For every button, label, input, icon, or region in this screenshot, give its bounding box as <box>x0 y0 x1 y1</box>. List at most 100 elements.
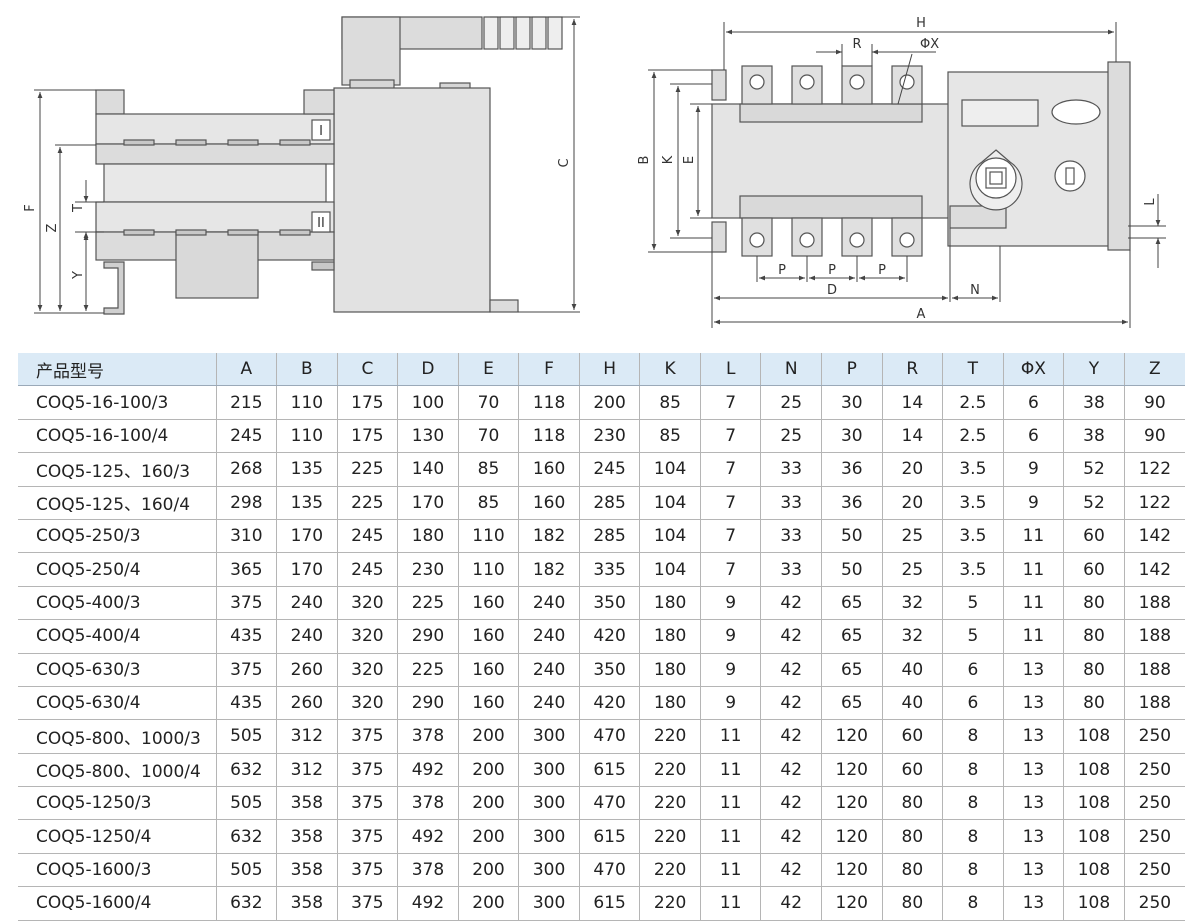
table-cell: 104 <box>639 519 701 554</box>
table-cell: 378 <box>397 786 459 821</box>
table-cell: 6 <box>942 686 1004 721</box>
table-cell: 110 <box>458 519 520 554</box>
table-cell: 182 <box>518 519 580 554</box>
table-cell: 188 <box>1124 619 1185 654</box>
table-cell: 250 <box>1124 719 1185 754</box>
table-cell: 65 <box>821 686 883 721</box>
table-cell: 298 <box>216 486 278 520</box>
table-cell: 300 <box>518 786 580 821</box>
model-cell: COQ5-125、160/3 <box>18 452 217 487</box>
table-cell: 122 <box>1124 452 1185 487</box>
table-cell: 7 <box>700 419 762 454</box>
table-cell: 240 <box>276 586 338 621</box>
table-cell: 350 <box>579 653 641 687</box>
table-cell: 104 <box>639 552 701 587</box>
table-cell: 300 <box>518 853 580 888</box>
table-cell: 11 <box>1003 586 1065 621</box>
table-cell: 240 <box>518 686 580 721</box>
table-cell: 108 <box>1063 853 1125 888</box>
table-cell: 505 <box>216 853 278 888</box>
table-cell: 230 <box>579 419 641 454</box>
model-cell: COQ5-400/4 <box>18 619 217 654</box>
dim-label-r: R <box>852 37 861 52</box>
table-cell: 110 <box>276 385 338 420</box>
table-cell: 250 <box>1124 753 1185 788</box>
table-cell: 188 <box>1124 653 1185 687</box>
table-cell: 7 <box>700 452 762 487</box>
table-cell: 30 <box>821 419 883 454</box>
table-cell: 6 <box>1003 385 1065 420</box>
table-cell: 175 <box>337 419 399 454</box>
table-cell: 492 <box>397 753 459 788</box>
table-cell: 110 <box>458 552 520 587</box>
table-cell: 615 <box>579 753 641 788</box>
model-cell: COQ5-1600/4 <box>18 886 217 921</box>
table-cell: 200 <box>458 819 520 854</box>
table-cell: 42 <box>760 819 822 854</box>
table-cell: 42 <box>760 686 822 721</box>
table-cell: 120 <box>821 886 883 921</box>
dim-label-c: C <box>557 158 572 167</box>
table-cell: 5 <box>942 619 1004 654</box>
column-header: N <box>760 353 822 387</box>
table-cell: 9 <box>700 586 762 621</box>
table-cell: 160 <box>458 653 520 687</box>
table-cell: 375 <box>337 886 399 921</box>
table-cell: 52 <box>1063 486 1125 520</box>
table-cell: 85 <box>458 486 520 520</box>
table-cell: 80 <box>882 886 944 921</box>
model-cell: COQ5-800、1000/3 <box>18 719 217 754</box>
table-cell: 108 <box>1063 819 1125 854</box>
table-cell: 358 <box>276 853 338 888</box>
table-cell: 245 <box>216 419 278 454</box>
table-cell: 42 <box>760 753 822 788</box>
table-cell: 220 <box>639 819 701 854</box>
table-cell: 50 <box>821 552 883 587</box>
table-cell: 160 <box>458 619 520 654</box>
table-cell: 250 <box>1124 853 1185 888</box>
table-cell: 180 <box>639 686 701 721</box>
dim-label-a: A <box>917 307 926 322</box>
dim-label-p2: P <box>828 263 836 278</box>
table-cell: 25 <box>882 519 944 554</box>
table-cell: 245 <box>337 552 399 587</box>
column-header: H <box>579 353 641 387</box>
dim-label-n: N <box>970 283 980 298</box>
table-cell: 350 <box>579 586 641 621</box>
table-cell: 42 <box>760 719 822 754</box>
table-cell: 2.5 <box>942 385 1004 420</box>
table-cell: 492 <box>397 819 459 854</box>
table-cell: 9 <box>700 653 762 687</box>
table-cell: 200 <box>458 786 520 821</box>
column-header: P <box>821 353 883 387</box>
table-cell: 33 <box>760 552 822 587</box>
table-cell: 170 <box>276 519 338 554</box>
table-cell: 14 <box>882 419 944 454</box>
table-cell: 108 <box>1063 719 1125 754</box>
position-two-label: II <box>317 216 325 231</box>
table-cell: 375 <box>216 586 278 621</box>
table-cell: 375 <box>337 753 399 788</box>
table-cell: 358 <box>276 886 338 921</box>
dim-label-y: Y <box>71 271 86 280</box>
table-cell: 40 <box>882 653 944 687</box>
table-cell: 60 <box>1063 552 1125 587</box>
table-cell: 320 <box>337 653 399 687</box>
table-cell: 80 <box>1063 653 1125 687</box>
table-cell: 90 <box>1124 385 1185 420</box>
table-cell: 420 <box>579 686 641 721</box>
table-cell: 492 <box>397 886 459 921</box>
table-cell: 11 <box>700 853 762 888</box>
table-cell: 13 <box>1003 886 1065 921</box>
table-cell: 200 <box>458 719 520 754</box>
table-cell: 13 <box>1003 719 1065 754</box>
table-cell: 268 <box>216 452 278 487</box>
dim-label-z: Z <box>45 223 60 232</box>
front-view-drawing <box>711 61 1131 257</box>
table-cell: 160 <box>458 686 520 721</box>
